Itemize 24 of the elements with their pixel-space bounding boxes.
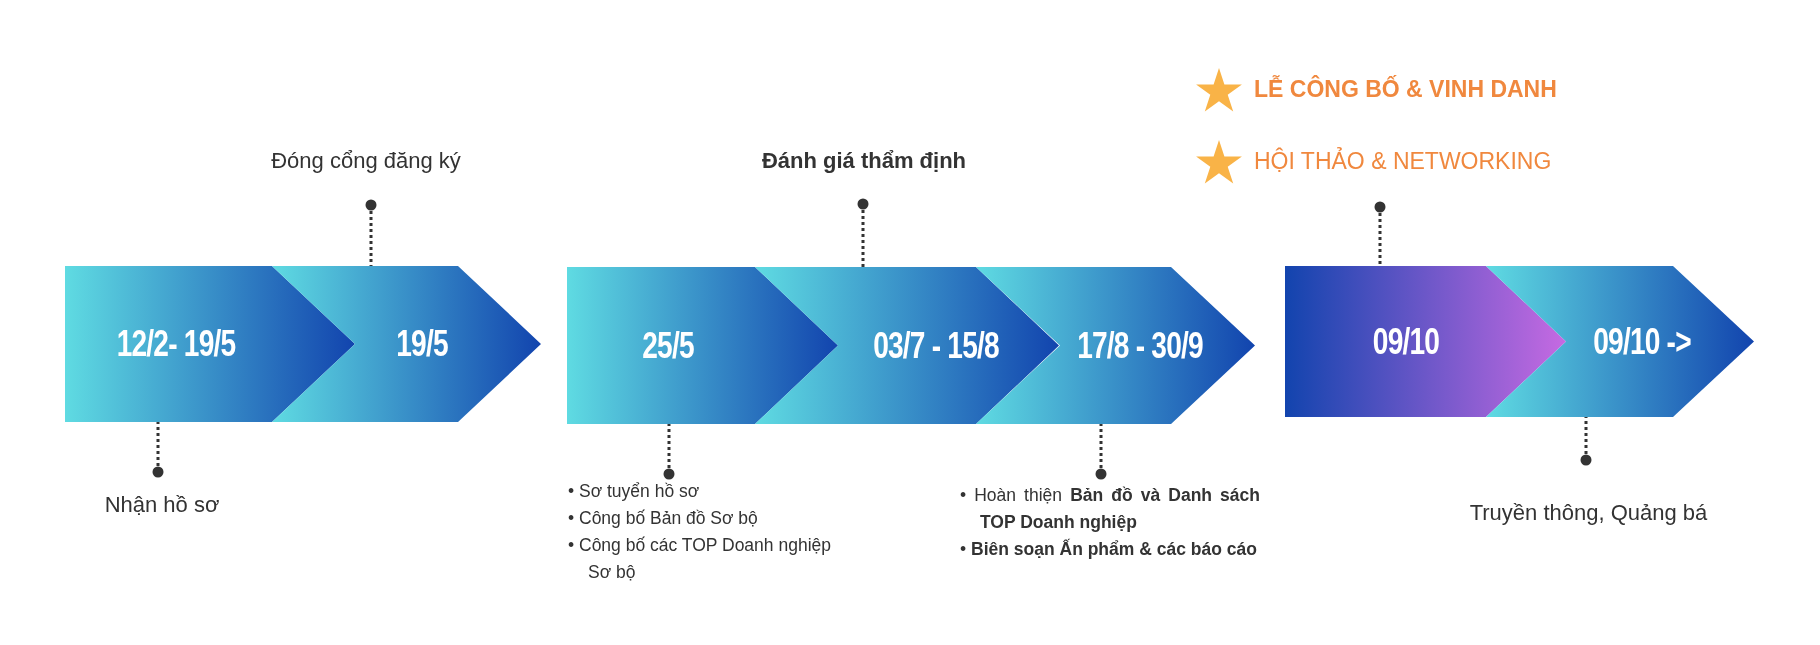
bullet-item: • Biên soạn Ấn phẩm & các báo cáo xyxy=(960,537,1258,561)
step-label: Nhận hồ sơ xyxy=(103,492,221,518)
step-label: Đánh giá thẩm định xyxy=(760,148,968,174)
event-label: LỄ CÔNG BỐ & VINH DANH xyxy=(1254,76,1557,103)
leader-line xyxy=(365,199,377,266)
date-label: 17/8 - 30/9 xyxy=(1077,324,1203,367)
bullet-item: • Sơ tuyển hồ sơ xyxy=(568,480,701,503)
leader-line xyxy=(1374,201,1386,266)
leader-line xyxy=(857,198,869,267)
date-label: 09/10 -> xyxy=(1593,320,1691,363)
leader-line xyxy=(1095,424,1107,480)
date-label: 12/2- 19/5 xyxy=(116,323,236,365)
date-label: 19/5 xyxy=(396,323,448,365)
event-label: HỘI THẢO & NETWORKING xyxy=(1254,148,1552,175)
leader-line xyxy=(152,422,164,478)
leader-line xyxy=(663,424,675,480)
date-label: 03/7 - 15/8 xyxy=(873,324,999,367)
step-label: Đóng cổng đăng ký xyxy=(270,148,462,174)
date-label: 09/10 xyxy=(1372,320,1440,363)
bullet-item: • Công bố Bản đồ Sơ bộ xyxy=(568,507,759,530)
bullet-item: • Công bố các TOP Doanh nghiệp Sơ bộ xyxy=(568,534,832,584)
date-label: 25/5 xyxy=(642,324,694,367)
step-label: Truyền thông, Quảng bá xyxy=(1468,500,1709,526)
bullet-item: • Hoàn thiện Bản đồ và Danh sách TOP Doanh nghiệp xyxy=(960,484,1260,534)
